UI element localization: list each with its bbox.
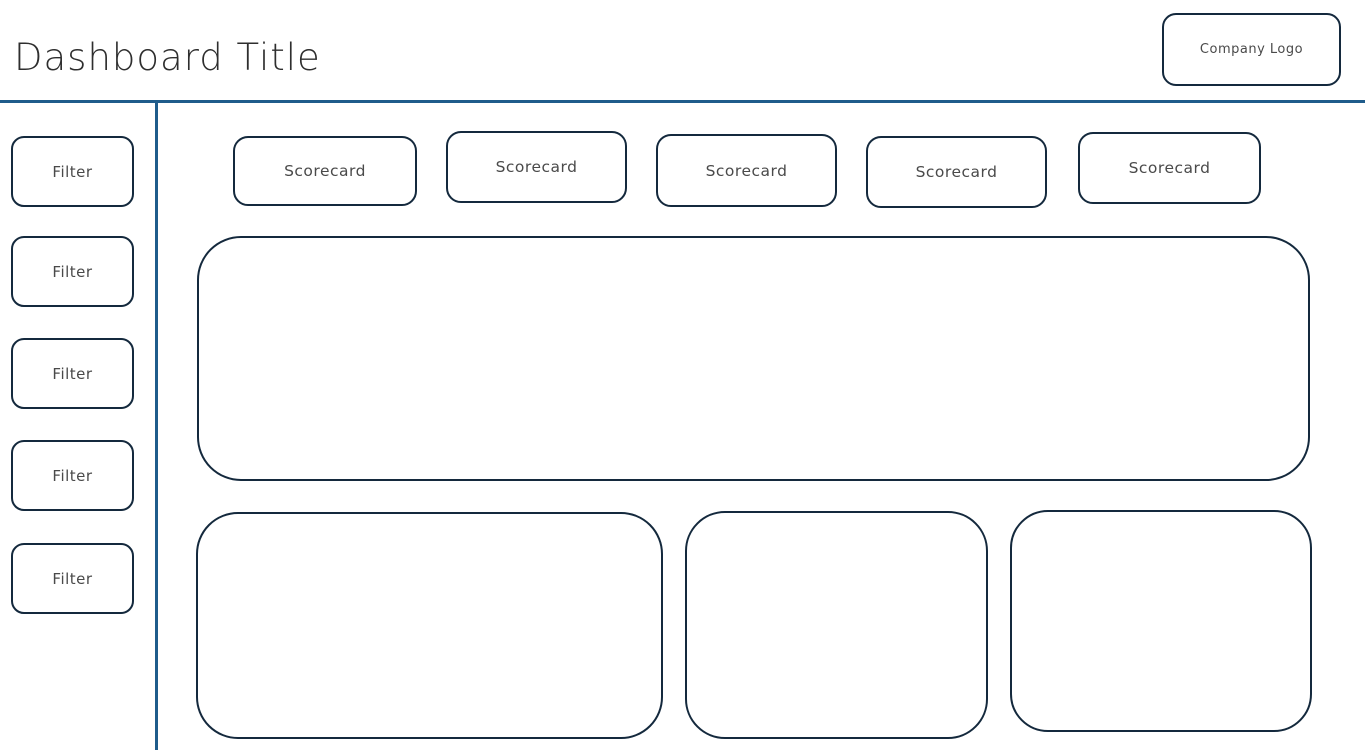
- scorecard-5: Scorecard: [1078, 132, 1261, 204]
- company-logo: Company Logo: [1162, 13, 1341, 86]
- page-title: Dashboard Title: [14, 36, 321, 79]
- filter-button-5[interactable]: Filter: [11, 543, 134, 614]
- scorecard-2: Scorecard: [446, 131, 627, 203]
- bottom-chart-panel-1: [196, 512, 663, 739]
- main-chart-panel: [197, 236, 1310, 481]
- filter-button-4[interactable]: Filter: [11, 440, 134, 511]
- filter-button-1[interactable]: Filter: [11, 136, 134, 207]
- filter-button-3[interactable]: Filter: [11, 338, 134, 409]
- scorecard-4: Scorecard: [866, 136, 1047, 208]
- sidebar-divider: [155, 103, 158, 750]
- company-logo-label: Company Logo: [1199, 42, 1304, 57]
- scorecard-1: Scorecard: [233, 136, 417, 206]
- bottom-chart-panel-2: [685, 511, 988, 739]
- header-divider: [0, 100, 1365, 103]
- filter-button-2[interactable]: Filter: [11, 236, 134, 307]
- scorecard-3: Scorecard: [656, 134, 837, 207]
- bottom-chart-panel-3: [1010, 510, 1312, 732]
